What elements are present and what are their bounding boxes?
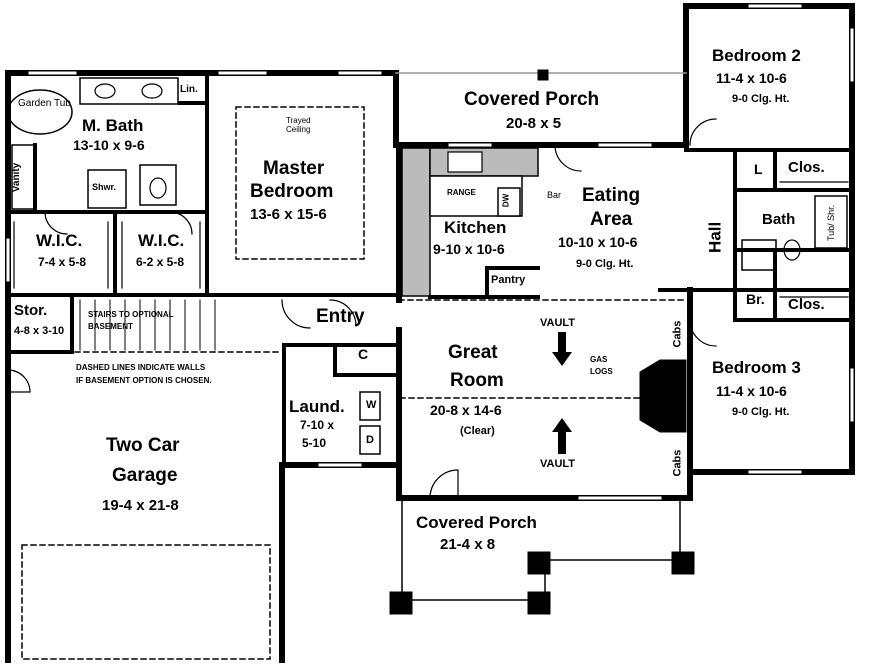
bath-vanity <box>741 239 777 271</box>
great-room-dims: 20-8 x 14-6 <box>430 402 502 418</box>
interior-walls <box>6 71 854 467</box>
great-room-line1: Great <box>448 342 498 363</box>
rear-porch-dims: 20-8 x 5 <box>506 115 562 132</box>
front-porch-name: Covered Porch <box>416 513 537 532</box>
master-bedroom-line1: Master <box>263 158 325 179</box>
wic1-name: W.I.C. <box>36 231 83 250</box>
eating-area-line2: Area <box>590 209 633 230</box>
porch-post-1 <box>389 591 413 615</box>
laundry-dims2: 5-10 <box>302 436 327 450</box>
storage-name: Stor. <box>14 302 48 319</box>
kitchen-counter <box>401 147 431 297</box>
wic2-dims: 6-2 x 5-8 <box>136 255 185 269</box>
dryer <box>359 425 381 455</box>
bedroom2-name: Bedroom 2 <box>712 46 801 65</box>
great-room-line2: Room <box>450 370 504 391</box>
vanity-side <box>11 144 35 210</box>
bar-label: Bar <box>547 190 562 200</box>
porch-rear-post <box>537 69 549 81</box>
tub-shower <box>814 195 848 249</box>
fireplace <box>639 359 687 433</box>
broom-closet-label: Br. <box>746 291 765 307</box>
linen-l-label: L <box>754 161 763 177</box>
coat-closet-label: C <box>358 346 369 362</box>
entry-label: Entry <box>316 306 365 327</box>
porch-post-4 <box>671 551 695 575</box>
bedroom2-dims: 11-4 x 10-6 <box>716 70 787 86</box>
toilet <box>149 177 167 199</box>
linen-label: Lin. <box>180 84 198 95</box>
rear-porch-name: Covered Porch <box>464 89 600 110</box>
stairs-note-line2: BASEMENT <box>88 322 133 331</box>
cabs-bottom-label: Cabs <box>671 449 684 477</box>
master-sink-2 <box>141 83 163 99</box>
shower-stall <box>87 169 127 209</box>
garden-tub-label: Garden Tub <box>18 98 71 109</box>
dryer-label: D <box>366 434 374 446</box>
porch-post-3 <box>527 551 551 575</box>
master-bedroom-dims: 13-6 x 15-6 <box>250 206 327 223</box>
wic1-dims: 7-4 x 5-8 <box>38 255 87 269</box>
garden-tub-shape <box>7 89 73 135</box>
eating-area-dims: 10-10 x 10-6 <box>558 234 638 250</box>
vault-bottom-label: VAULT <box>540 458 576 470</box>
pantry-label: Pantry <box>491 274 526 286</box>
door-swings <box>7 118 717 499</box>
stairs <box>79 299 216 351</box>
washer <box>359 391 381 421</box>
garage-line1: Two Car <box>106 435 180 456</box>
tub-shower-label: Tub/ Shr. <box>826 204 837 242</box>
bedroom3-ceiling: 9-0 Clg. Ht. <box>732 406 790 418</box>
closet1-label: Clos. <box>788 159 825 176</box>
hall-label: Hall <box>705 221 725 253</box>
m-bath-dims: 13-10 x 9-6 <box>73 137 145 153</box>
vault-arrows <box>552 332 572 454</box>
vault-top-label: VAULT <box>540 317 576 329</box>
gas-logs-line2: LOGS <box>590 367 613 376</box>
master-vanity-top <box>79 77 179 105</box>
bedroom2-ceiling: 9-0 Clg. Ht. <box>732 93 790 105</box>
shower-label: Shwr. <box>92 182 117 192</box>
kitchen-counter-top <box>429 147 539 177</box>
bath-label: Bath <box>762 211 796 228</box>
garage-line2: Garage <box>112 465 178 486</box>
gas-logs-line1: GAS <box>590 355 608 364</box>
front-porch-dims: 21-4 x 8 <box>440 536 496 553</box>
washer-label: W <box>366 399 377 411</box>
laundry-name: Laund. <box>289 397 345 416</box>
master-sink-1 <box>94 83 116 99</box>
bath-toilet <box>783 239 801 261</box>
trayed-ceiling-label: Trayed Ceiling <box>286 116 311 134</box>
cabs-top-label: Cabs <box>671 320 684 348</box>
m-bath-name: M. Bath <box>82 116 144 135</box>
bedroom3-dims: 11-4 x 10-6 <box>716 383 787 399</box>
vanity-label: Vanity <box>11 162 23 193</box>
bedroom3-name: Bedroom 3 <box>712 358 801 377</box>
dashed-note-line1: DASHED LINES INDICATE WALLS <box>76 363 206 372</box>
dw-label: DW <box>501 193 511 208</box>
dishwasher <box>497 187 521 217</box>
closet-shelves <box>13 181 849 298</box>
toilet-room <box>139 164 177 206</box>
sink <box>447 151 483 173</box>
range-label: RANGE <box>447 188 476 197</box>
eating-area-ceiling: 9-0 Clg. Ht. <box>576 258 634 270</box>
storage-dims: 4-8 x 3-10 <box>14 325 65 337</box>
windows <box>6 4 854 500</box>
kitchen-name: Kitchen <box>444 218 507 237</box>
dashed-note-line2: IF BASEMENT OPTION IS CHOSEN. <box>76 376 212 385</box>
dashed-basement-walls <box>21 106 687 660</box>
kitchen-dims: 9-10 x 10-6 <box>433 241 505 257</box>
eating-area-line1: Eating <box>582 185 641 206</box>
wic2-name: W.I.C. <box>138 231 185 250</box>
porch-post-2 <box>527 591 551 615</box>
laundry-dims1: 7-10 x <box>300 418 335 432</box>
stairs-note-line1: STAIRS TO OPTIONAL <box>88 310 174 319</box>
closet2-label: Clos. <box>788 296 825 313</box>
garage-dims: 19-4 x 21-8 <box>102 497 179 514</box>
master-bedroom-line2: Bedroom <box>250 181 334 202</box>
great-room-clear: (Clear) <box>460 425 495 437</box>
